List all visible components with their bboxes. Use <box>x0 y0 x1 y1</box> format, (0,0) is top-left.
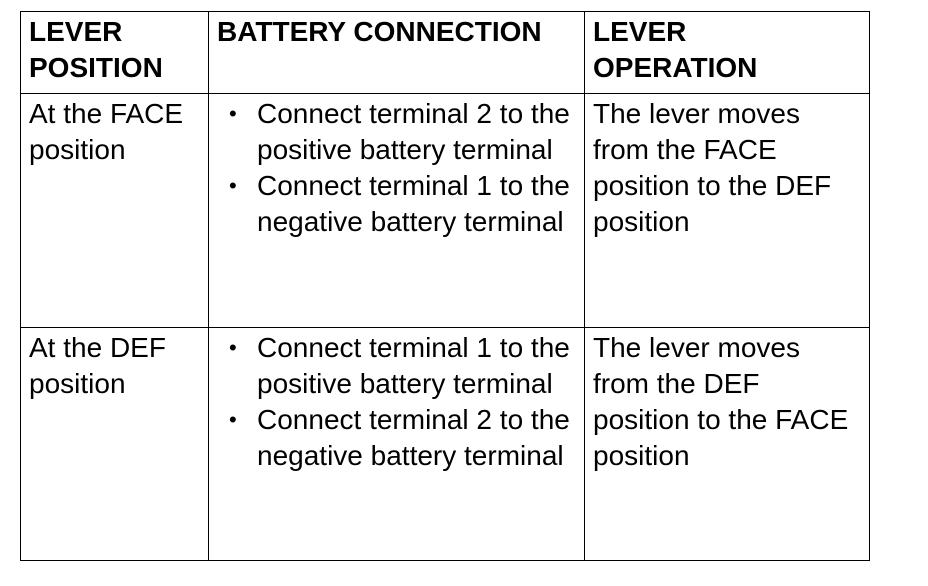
header-text: LEVER <box>29 16 123 47</box>
position-cell: At the FACE position <box>20 93 209 328</box>
bullet-icon: • <box>229 335 237 360</box>
header-text: LEVER <box>593 16 687 47</box>
position-cell: At the DEF position <box>20 327 209 561</box>
header-row: LEVER POSITION BATTERY CONNECTION LEVER … <box>20 11 870 94</box>
header-lever-position: LEVER POSITION <box>20 11 209 94</box>
table-row: At the DEF position • Connect terminal 1… <box>20 327 870 561</box>
connection-list: • Connect terminal 2 to the positive bat… <box>217 96 576 240</box>
lever-operation-table: LEVER POSITION BATTERY CONNECTION LEVER … <box>20 11 870 561</box>
list-item: • Connect terminal 2 to the positive bat… <box>217 96 576 168</box>
bullet-icon: • <box>229 101 237 126</box>
operation-cell: The lever moves from the FACE position t… <box>584 93 870 328</box>
list-item: • Connect terminal 1 to the positive bat… <box>217 330 576 402</box>
connection-text: Connect terminal 1 to the positive batte… <box>257 332 570 399</box>
table-row: At the FACE position • Connect terminal … <box>20 93 870 328</box>
battery-connection-cell: • Connect terminal 1 to the positive bat… <box>208 327 585 561</box>
list-item: • Connect terminal 1 to the negative bat… <box>217 168 576 240</box>
list-item: • Connect terminal 2 to the negative bat… <box>217 402 576 474</box>
connection-list: • Connect terminal 1 to the positive bat… <box>217 330 576 474</box>
connection-text: Connect terminal 2 to the negative batte… <box>257 404 570 471</box>
header-text: POSITION <box>29 52 163 83</box>
connection-text: Connect terminal 1 to the negative batte… <box>257 170 570 237</box>
battery-connection-cell: • Connect terminal 2 to the positive bat… <box>208 93 585 328</box>
bullet-icon: • <box>229 407 237 432</box>
header-battery-connection: BATTERY CONNECTION <box>208 11 585 94</box>
header-text: BATTERY CONNECTION <box>217 16 542 47</box>
connection-text: Connect terminal 2 to the positive batte… <box>257 98 570 165</box>
header-lever-operation: LEVER OPERATION <box>584 11 870 94</box>
operation-cell: The lever moves from the DEF position to… <box>584 327 870 561</box>
header-text: OPERATION <box>593 52 758 83</box>
bullet-icon: • <box>229 173 237 198</box>
